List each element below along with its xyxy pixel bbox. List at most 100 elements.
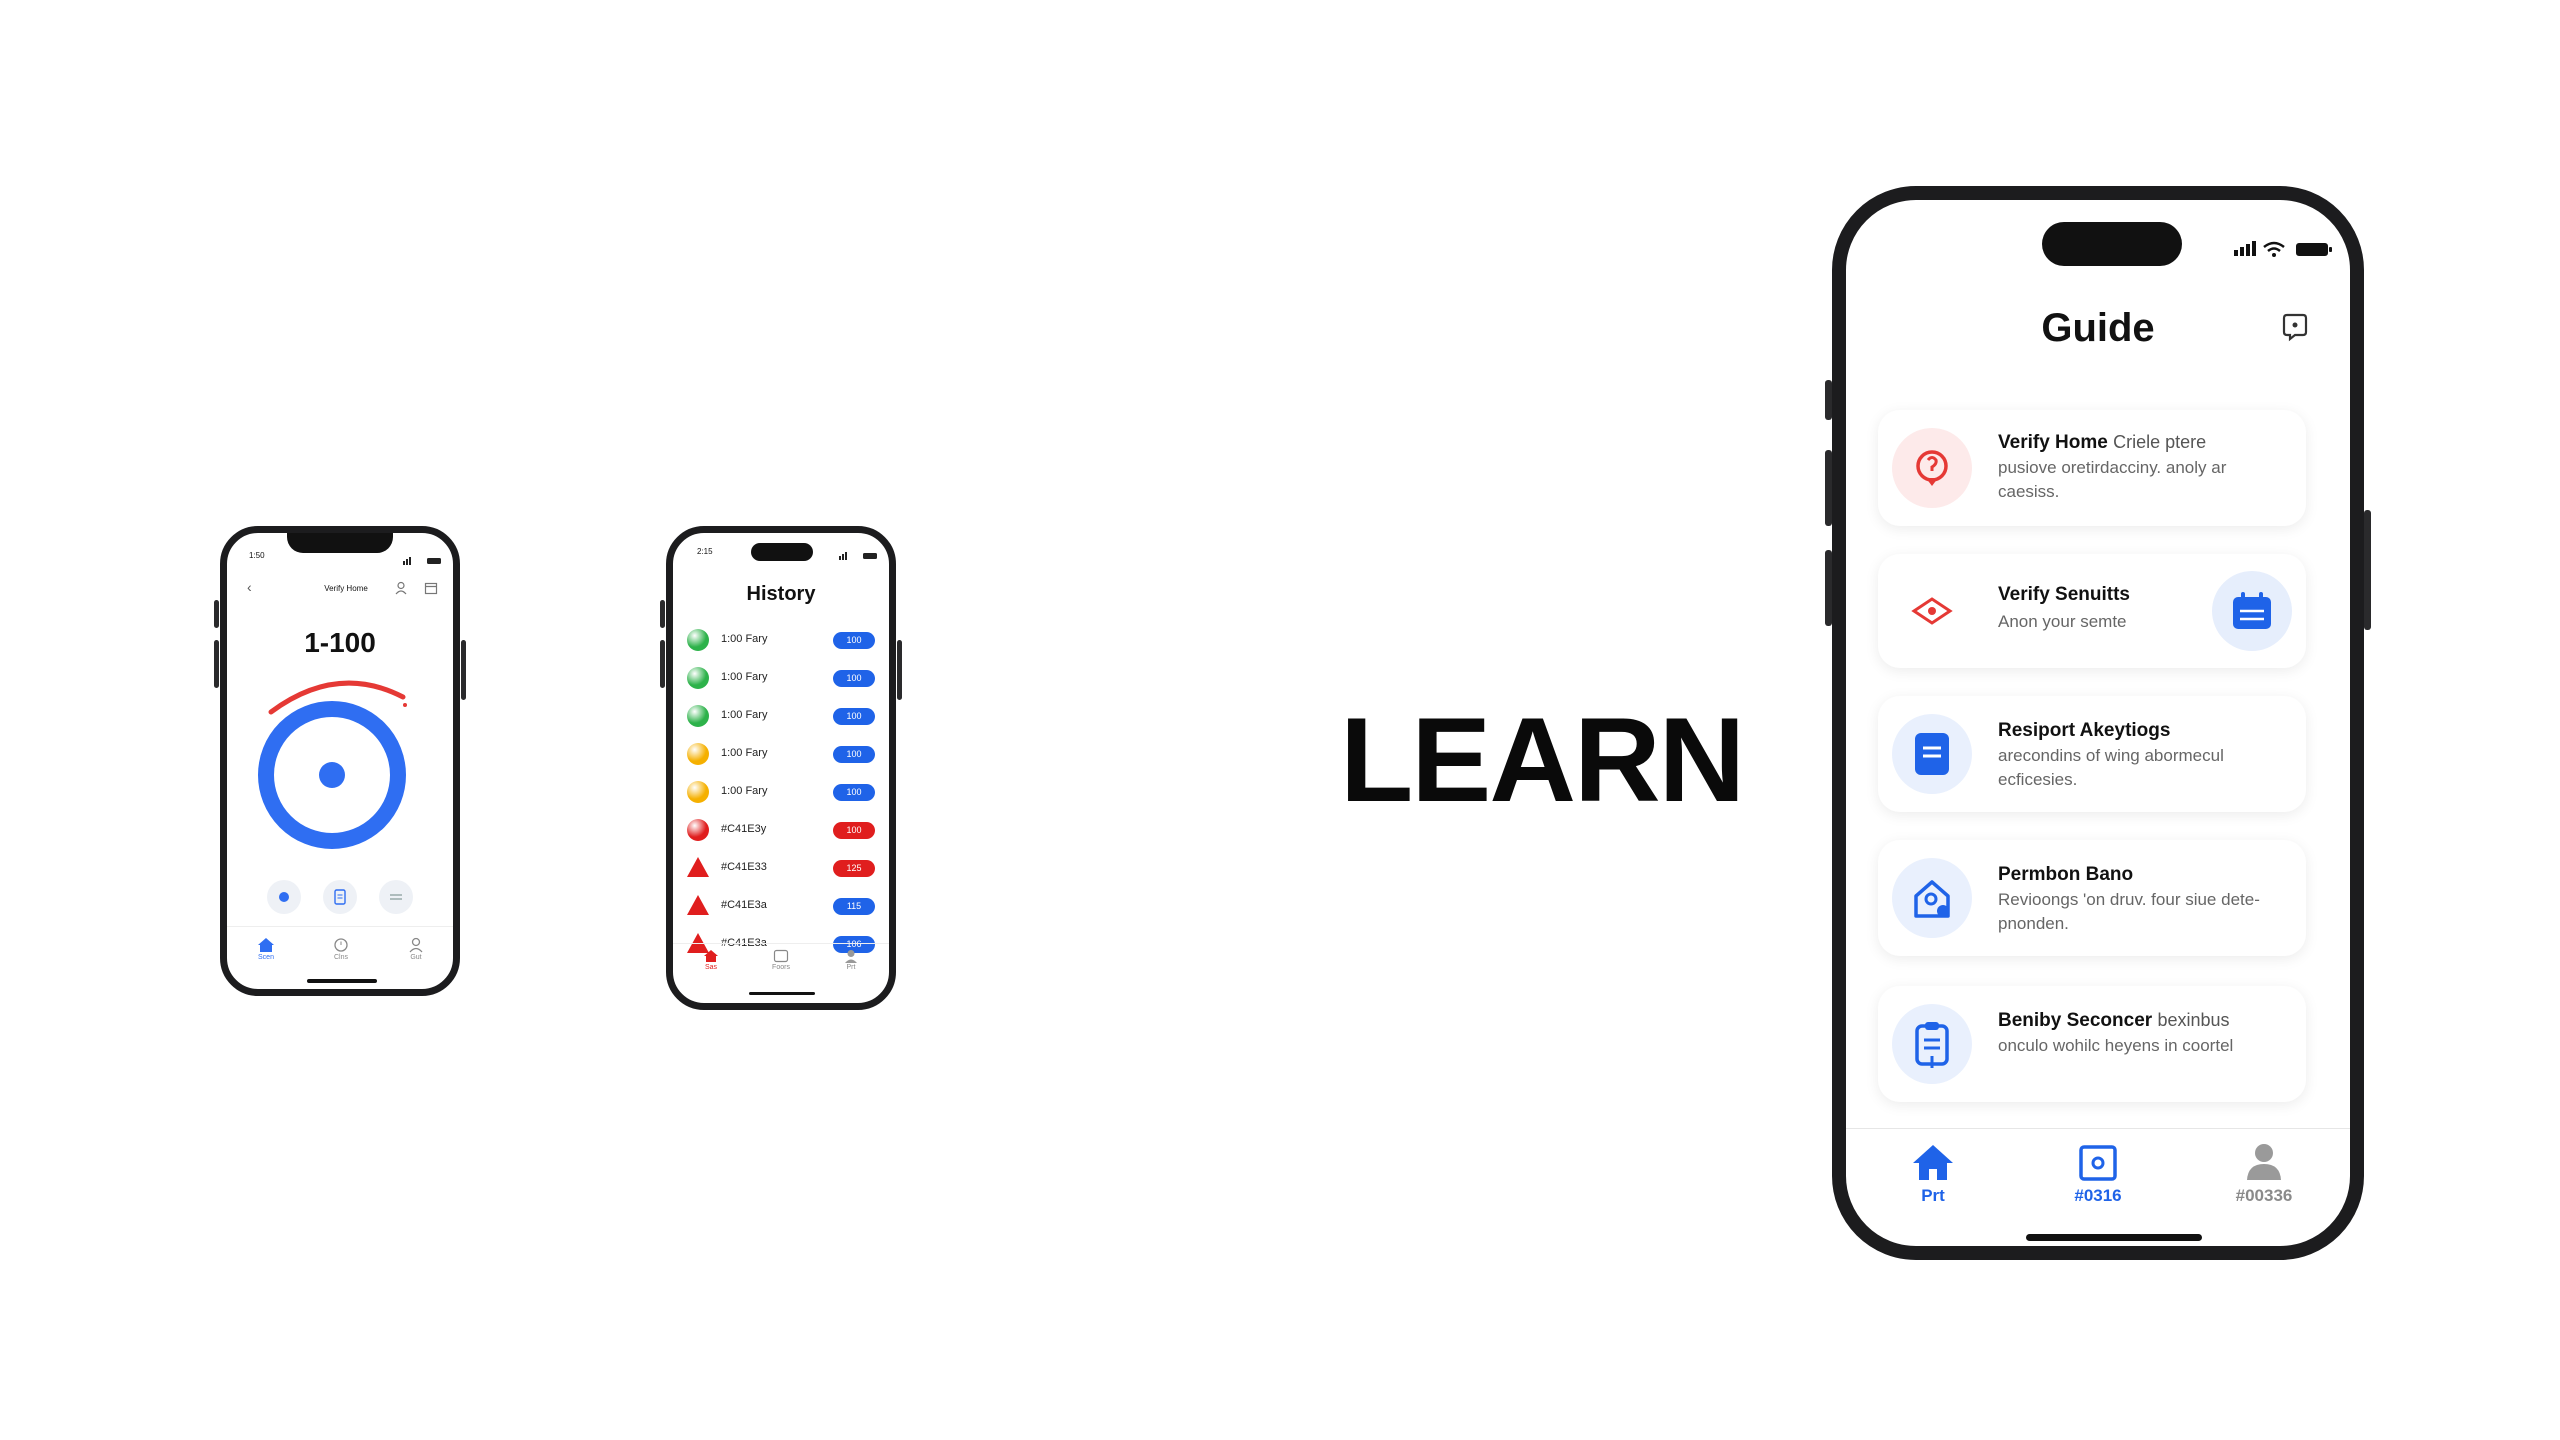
home-icon[interactable]	[1910, 1142, 1956, 1187]
nav-label[interactable]: #00336	[2235, 1186, 2293, 1205]
user-icon[interactable]	[394, 581, 408, 600]
tab-label: Foors	[772, 964, 790, 971]
row-label: 1:00 Fary	[721, 747, 768, 759]
dynamic-island	[751, 543, 813, 561]
card-subtitle: Criele ptere	[2113, 432, 2207, 452]
home-indicator	[307, 979, 377, 983]
screen-title: History	[746, 583, 816, 605]
notes-button[interactable]	[323, 880, 357, 914]
value-badge: 100	[833, 708, 875, 725]
diamond-arrow-icon	[1892, 571, 1972, 651]
guide-action-icon[interactable]	[2280, 312, 2310, 347]
home-tab-icon[interactable]	[257, 937, 275, 958]
headline: LEARN	[1340, 693, 1745, 827]
tab-label: Sas	[704, 964, 718, 971]
status-time: 2:15	[697, 547, 713, 556]
status-dot-icon	[687, 781, 709, 803]
tab-label: Gut	[410, 954, 422, 961]
value-badge: 100	[833, 670, 875, 687]
record-button[interactable]	[267, 880, 301, 914]
value-badge: 100	[833, 632, 875, 649]
screen-title: Guide	[2041, 306, 2155, 350]
history-row[interactable]: 1:00 Fary 100	[687, 625, 875, 655]
range-label: 1-100	[304, 627, 376, 658]
card-title: Resiport Akeytiogs	[1998, 720, 2171, 741]
card-body: Anon your semte	[1998, 612, 2127, 631]
menu-button[interactable]	[379, 880, 413, 914]
phone-verify-home: 1:50 ‹ Verify Home 1-100 Scen Clns Gut	[220, 526, 460, 996]
card-title: Verify Home	[1998, 432, 2108, 453]
notch	[287, 533, 393, 553]
status-icons	[403, 552, 443, 570]
frame-tab-icon[interactable]	[773, 949, 789, 968]
card-body: arecondins of wing abormecul ecficesies.	[1998, 746, 2224, 789]
dial-knob	[319, 762, 345, 788]
home-tab-icon[interactable]	[703, 949, 719, 968]
card-body: onculo wohilc heyens in coortel	[1998, 1036, 2234, 1055]
value-badge: 100	[833, 746, 875, 763]
row-label: 1:00 Fary	[721, 785, 768, 797]
row-label: 1:00 Fary	[721, 709, 768, 721]
value-badge: 125	[833, 860, 875, 877]
nav-label[interactable]: #0316	[2074, 1186, 2122, 1205]
guide-card[interactable]: Resiport Akeytiogs arecondins of wing ab…	[1878, 696, 2306, 812]
value-badge: 106	[833, 936, 875, 953]
guide-card[interactable]: Verify Home Criele ptere pusiove oretird…	[1878, 410, 2306, 526]
dial-ring	[258, 701, 406, 849]
row-label: #C41E33	[721, 861, 767, 873]
document-icon	[1892, 714, 1972, 794]
value-badge: 115	[833, 898, 875, 915]
history-row[interactable]: #C41E3y 100	[687, 815, 875, 845]
profile-tab-icon[interactable]	[843, 949, 859, 968]
card-title: Permbon Bano	[1998, 864, 2134, 885]
tab-label: Prt	[846, 964, 856, 971]
tab-label: Scen	[258, 954, 274, 961]
alert-pin-icon	[1892, 428, 1972, 508]
status-dot-icon	[687, 819, 709, 841]
screen-title: Verify Home	[324, 584, 368, 593]
guide-card[interactable]: Permbon Bano Revioongs 'on druv. four si…	[1878, 840, 2306, 956]
calendar-icon[interactable]	[2212, 571, 2292, 651]
tab-label: Clns	[333, 954, 348, 961]
row-label: #C41E3y	[721, 823, 767, 835]
status-dot-icon	[687, 629, 709, 651]
status-dot-icon	[687, 705, 709, 727]
status-dot-icon	[687, 667, 709, 689]
history-row[interactable]: 1:00 Fary 100	[687, 739, 875, 769]
card-body: pusiove oretirdacciny. anoly ar caesiss.	[1998, 458, 2227, 501]
dynamic-island	[2042, 222, 2182, 266]
status-time: 1:50	[249, 551, 265, 560]
row-label: #C41E3a	[721, 899, 767, 911]
clock-tab-icon[interactable]	[332, 937, 350, 958]
status-icons	[839, 547, 879, 565]
house-search-icon	[1892, 858, 1972, 938]
profile-tab-icon[interactable]	[407, 937, 425, 958]
square-dot-icon[interactable]	[2078, 1144, 2118, 1187]
phone-guide: Guide Verify Home Criele ptere pusiove o…	[1832, 186, 2364, 1260]
history-row[interactable]: 1:00 Fary 100	[687, 663, 875, 693]
clipboard-icon	[1892, 1004, 1972, 1084]
back-icon[interactable]: ‹	[247, 579, 252, 595]
calendar-icon[interactable]	[424, 581, 438, 600]
card-title: Beniby Seconcer	[1998, 1010, 2153, 1031]
home-indicator	[2026, 1234, 2202, 1241]
card-body: Revioongs 'on druv. four siue dete-pnond…	[1998, 890, 2260, 933]
warning-triangle-icon	[687, 857, 709, 877]
history-row[interactable]: #C41E33 125	[687, 853, 875, 883]
row-label: 1:00 Fary	[721, 633, 768, 645]
history-row[interactable]: #C41E3a 115	[687, 891, 875, 921]
home-indicator	[749, 992, 815, 995]
phone-history: 2:15 History 1:00 Fary 100 1:00 Fary 100 1:0…	[666, 526, 896, 1010]
status-dot-icon	[687, 743, 709, 765]
guide-card[interactable]: Beniby Seconcer bexinbus onculo wohilc h…	[1878, 986, 2306, 1102]
gauge-arc	[268, 680, 406, 715]
history-row[interactable]: 1:00 Fary 100	[687, 701, 875, 731]
warning-triangle-icon	[687, 895, 709, 915]
guide-card[interactable]: Verify Senuitts Anon your semte	[1878, 554, 2306, 668]
value-badge: 100	[833, 822, 875, 839]
person-icon[interactable]	[2244, 1142, 2284, 1187]
row-label: 1:00 Fary	[721, 671, 768, 683]
nav-label[interactable]: Prt	[1921, 1186, 1945, 1205]
dial-gauge[interactable]	[257, 669, 423, 869]
